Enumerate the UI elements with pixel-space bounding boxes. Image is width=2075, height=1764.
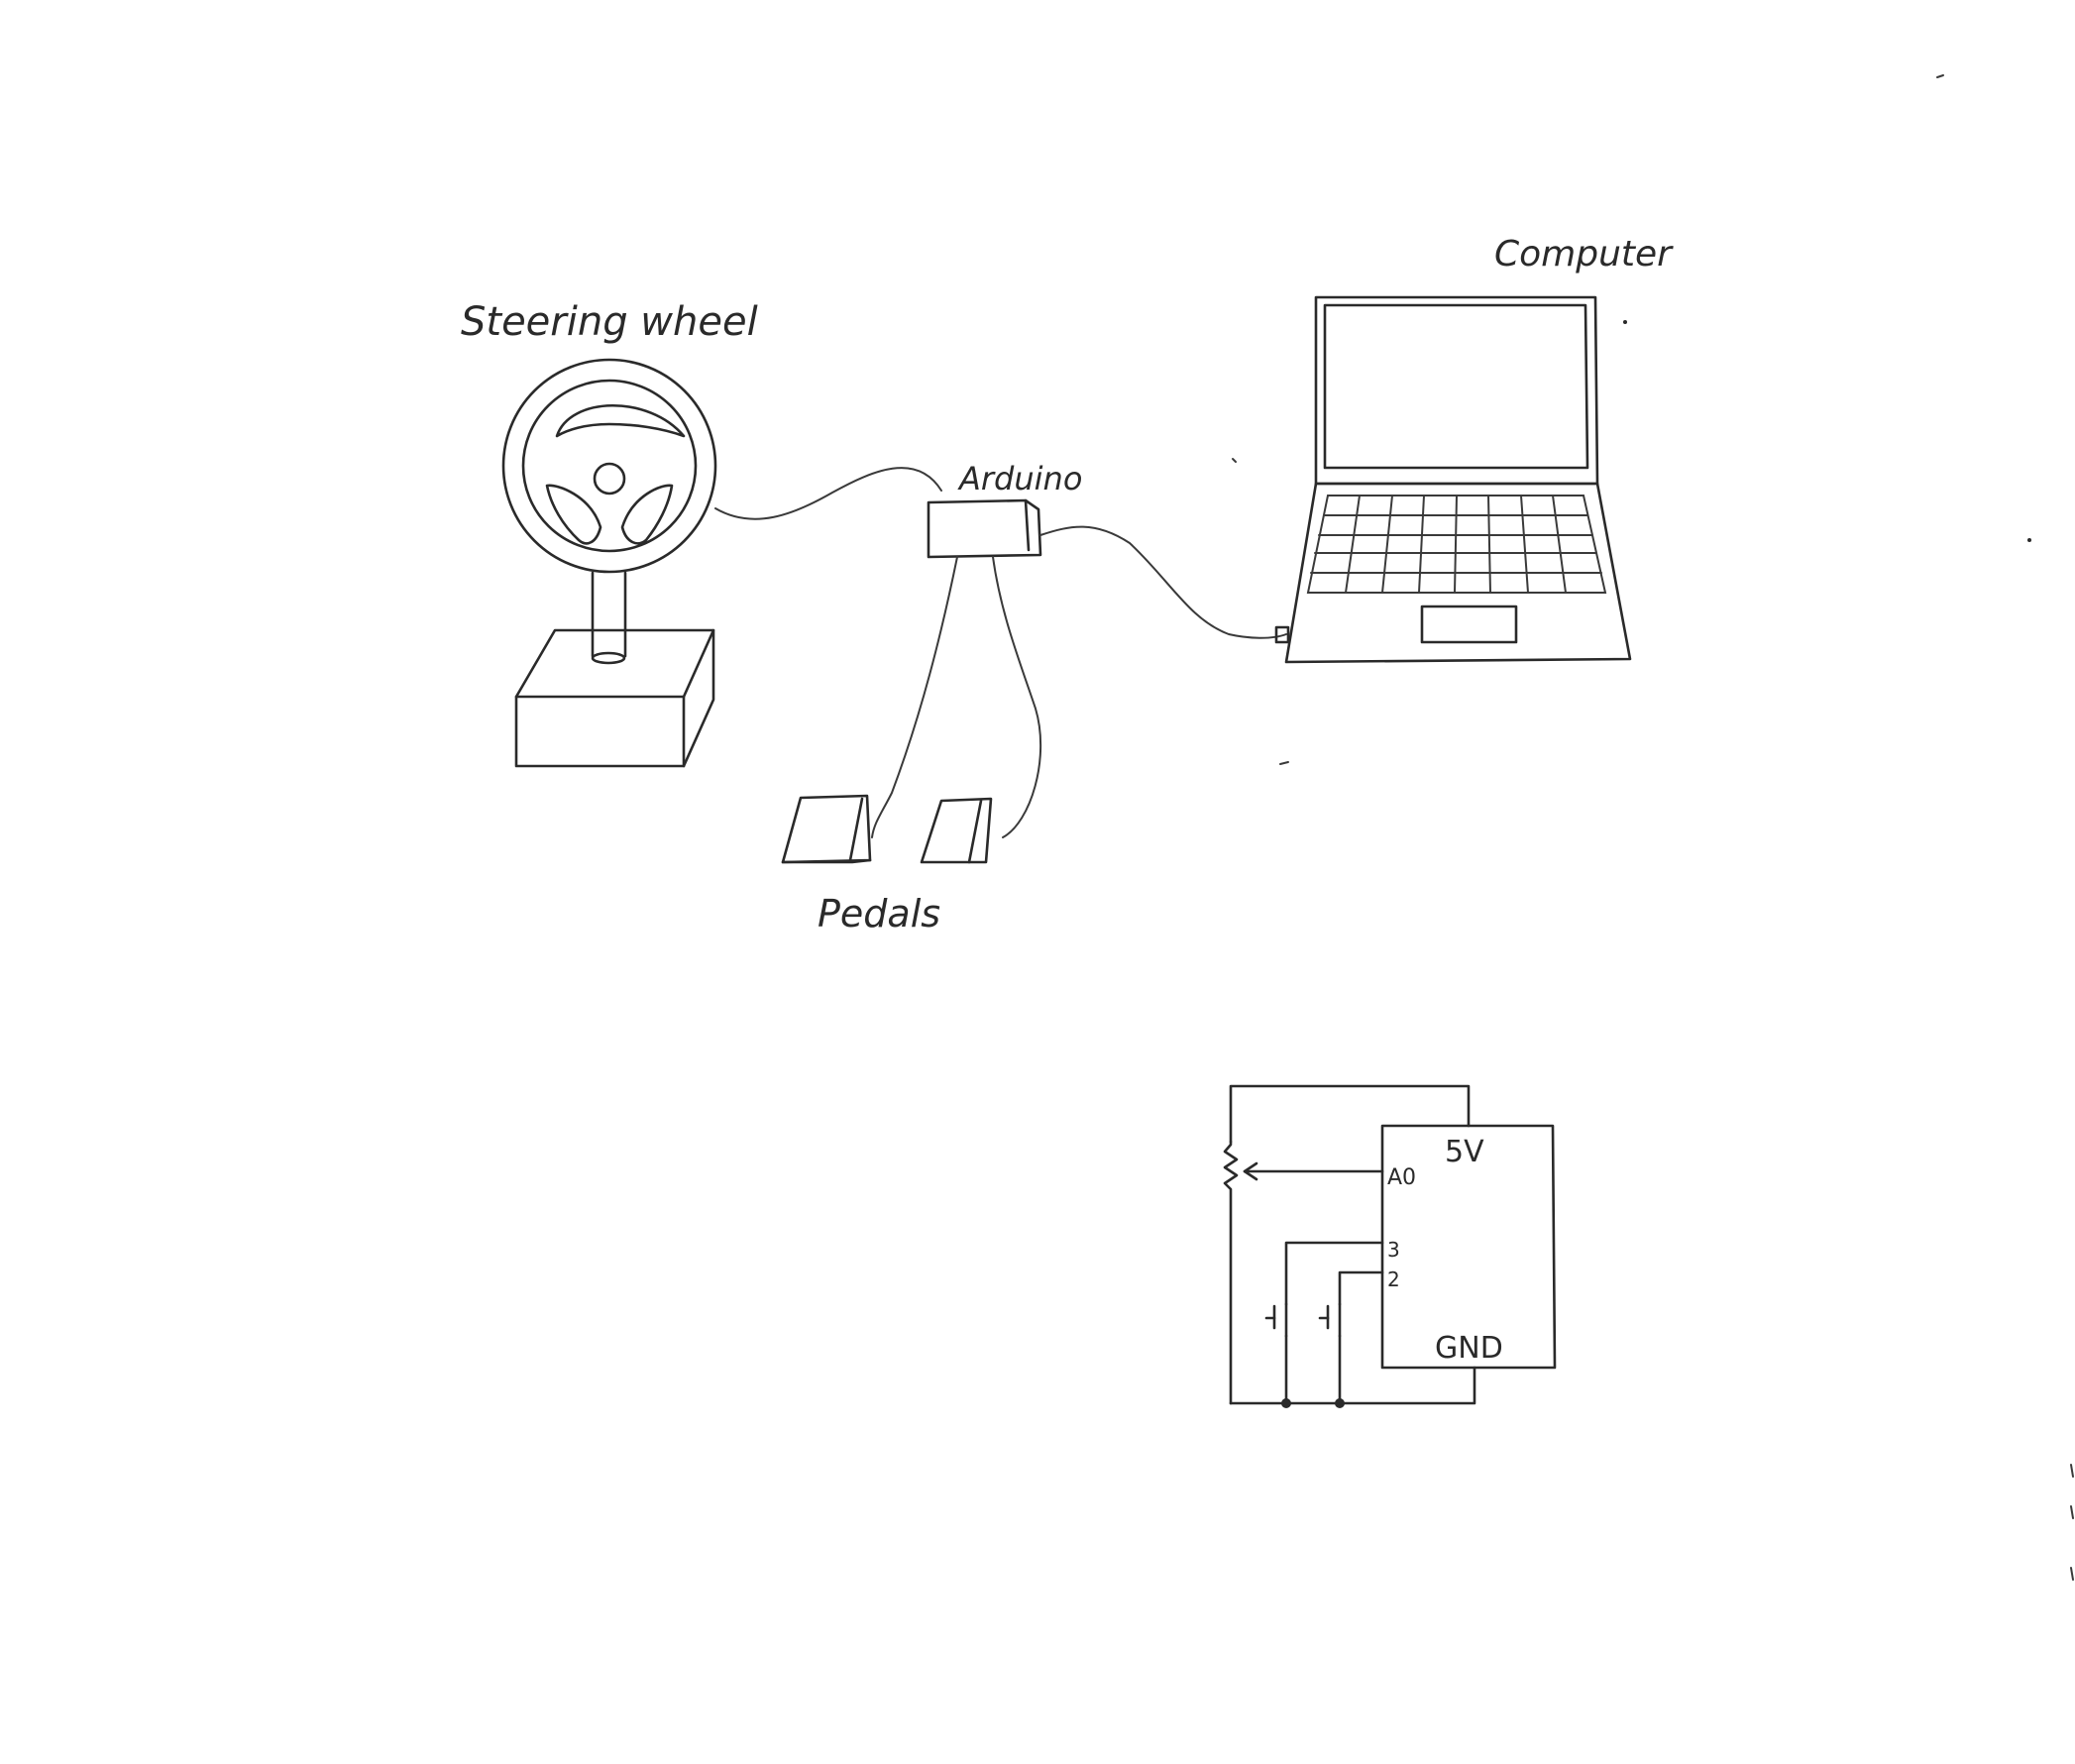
- pin-gnd-label: GND: [1435, 1331, 1503, 1366]
- pedals-label: Pedals: [818, 892, 940, 936]
- circuit-schematic: 5V A0 3 2 GND: [1223, 1084, 1557, 1408]
- computer-label: Computer: [1494, 234, 1674, 275]
- stray-marks: [1232, 74, 2074, 1581]
- pin-2-label: 2: [1387, 1268, 1400, 1291]
- pin-3-label: 3: [1387, 1238, 1400, 1262]
- steering-wheel: Steering wheel: [461, 299, 758, 768]
- arduino-label: Arduino: [957, 460, 1082, 497]
- pin-a0-label: A0: [1387, 1165, 1416, 1190]
- steering-wheel-label: Steering wheel: [461, 299, 758, 345]
- pedals: Pedals: [781, 794, 993, 936]
- arduino-board: Arduino: [927, 460, 1082, 559]
- cables: [714, 467, 1287, 838]
- laptop: Computer: [1274, 234, 1674, 664]
- pin-5v-label: 5V: [1445, 1135, 1484, 1169]
